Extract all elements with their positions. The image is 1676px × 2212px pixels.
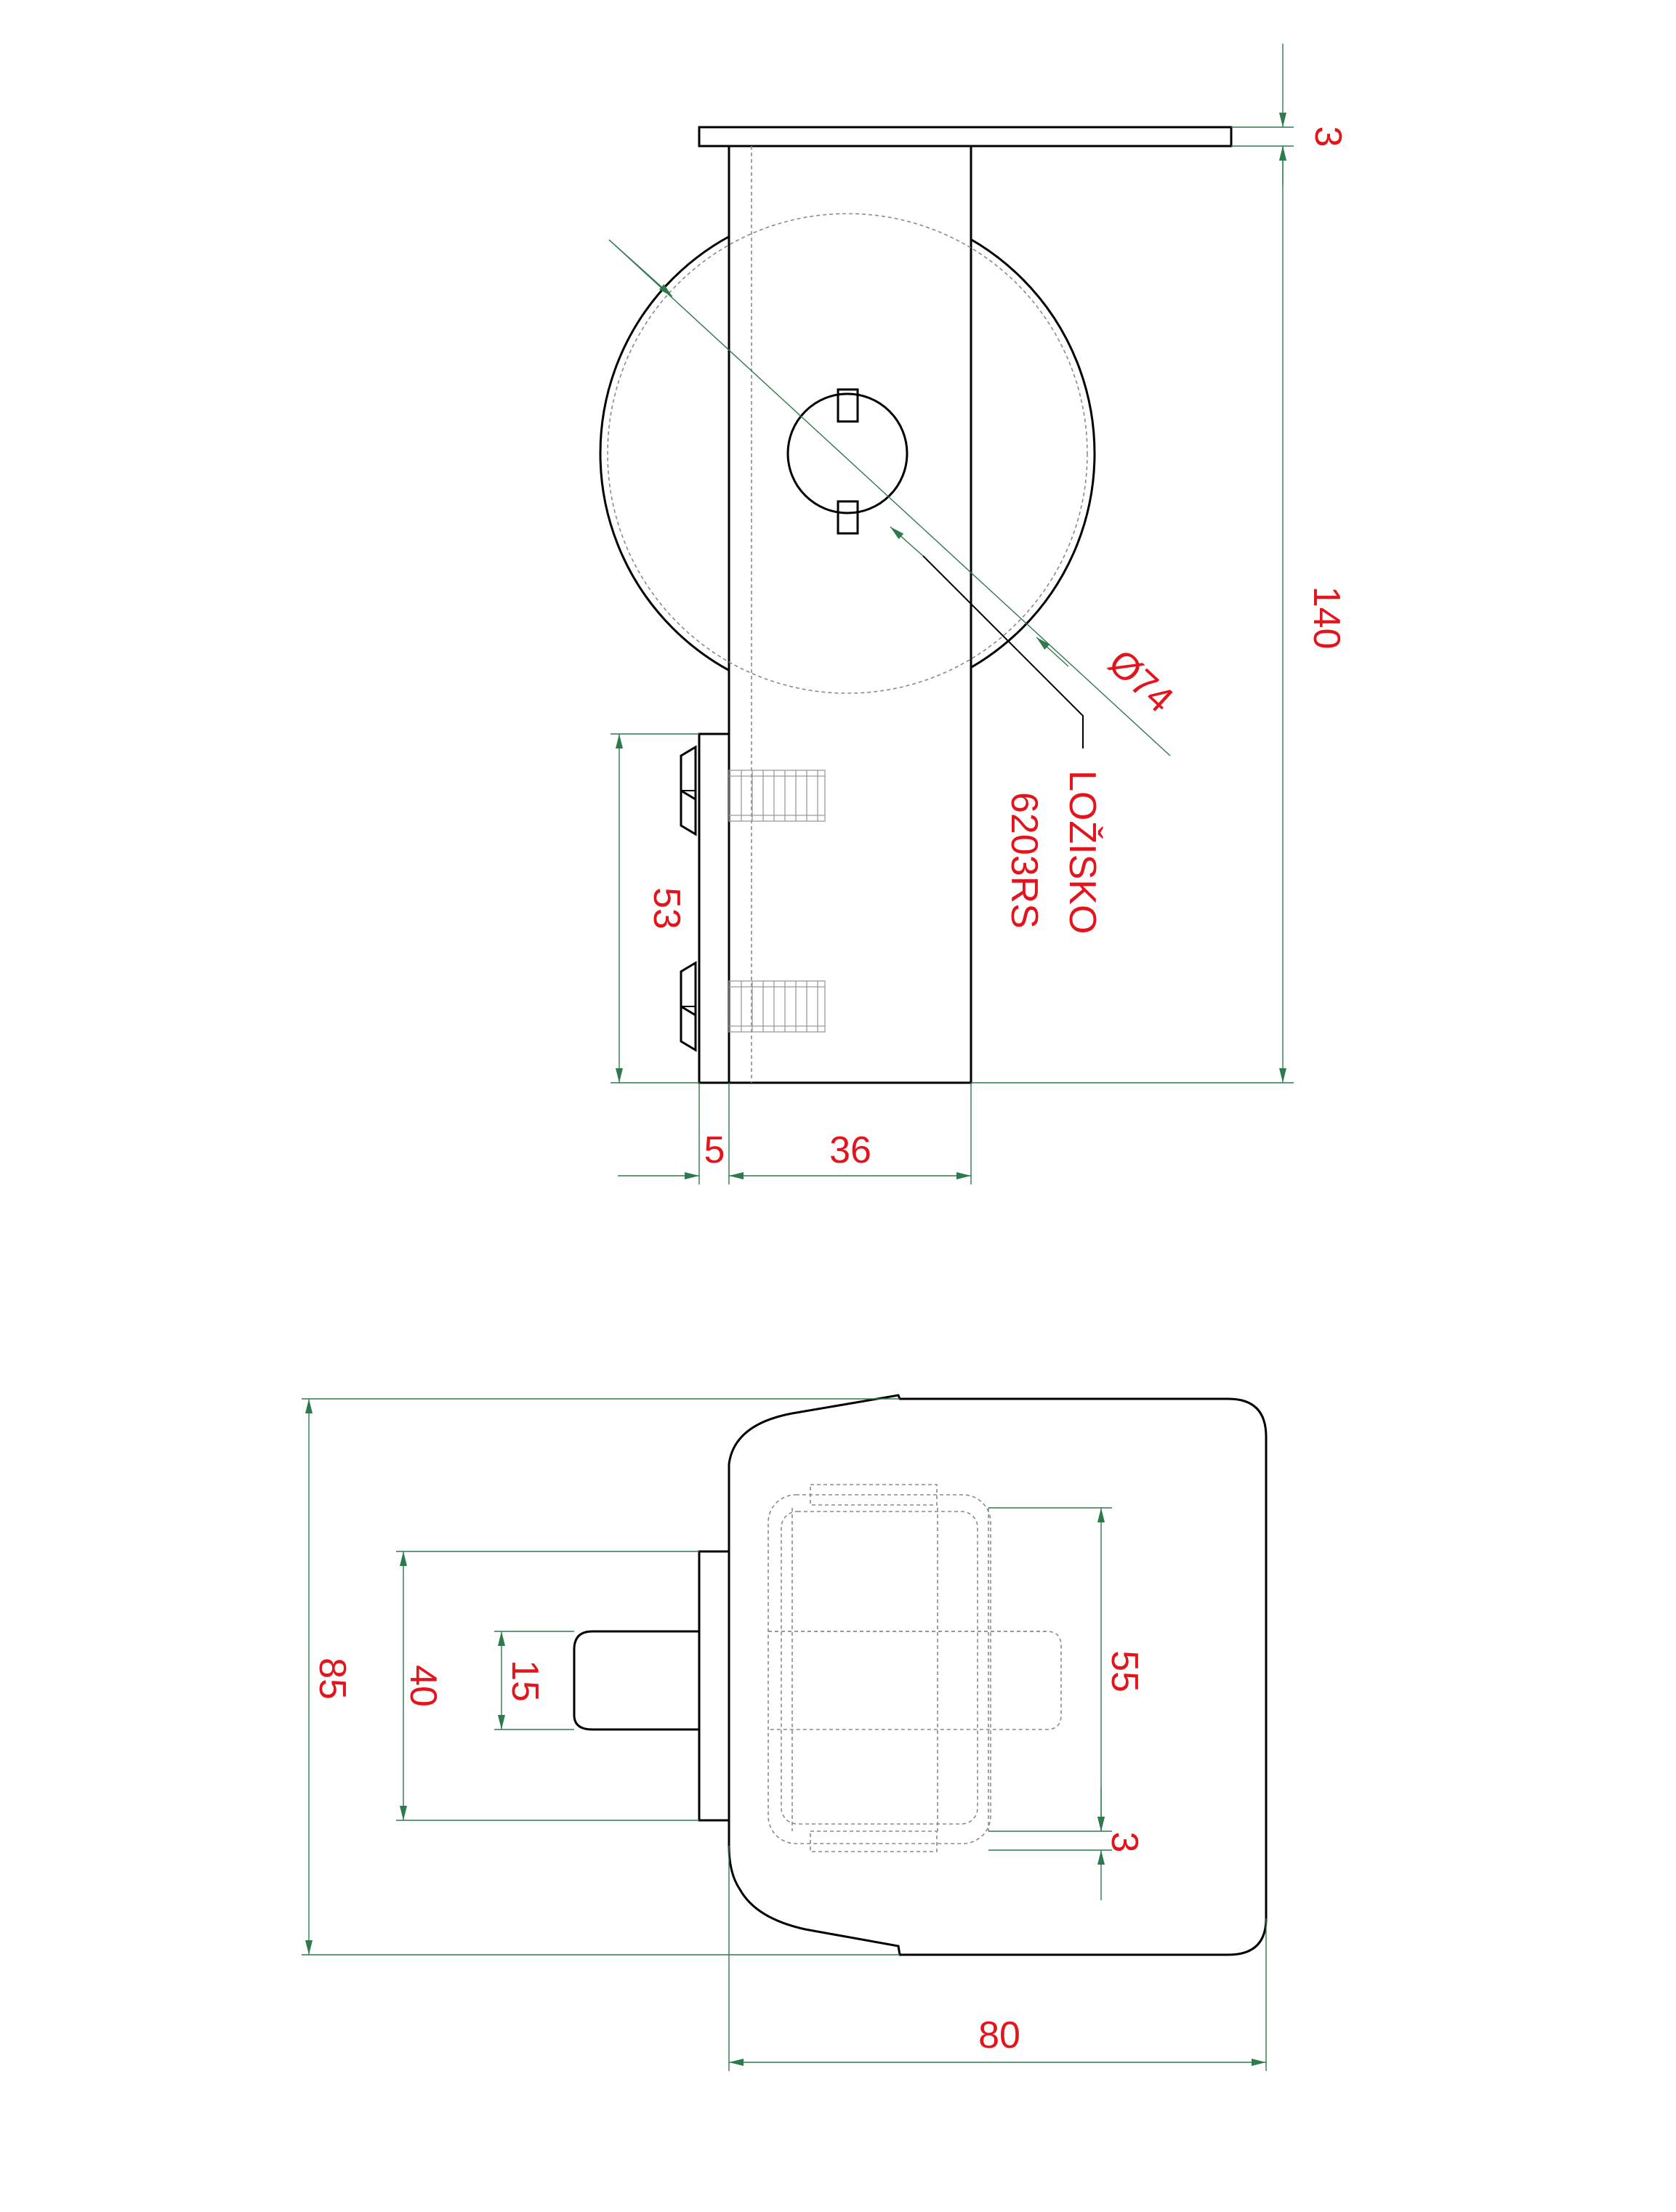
dim-plate-height: 40 bbox=[396, 1551, 699, 1821]
dim-plate-thickness-label: 3 bbox=[1307, 126, 1349, 148]
dim-tab-height: 15 bbox=[494, 1631, 574, 1730]
mounting-plate bbox=[698, 1550, 730, 1822]
dim-overall-height-label: 140 bbox=[1305, 586, 1347, 650]
axle-key-bottom bbox=[837, 500, 859, 535]
dim-bolt-spacing: 53 bbox=[611, 733, 699, 1083]
dim-wheel-diameter-label: Ø74 bbox=[1100, 642, 1182, 721]
axle-hole bbox=[786, 392, 908, 514]
dim-bottom-overall-height: 85 bbox=[302, 1398, 900, 1955]
dim-overall-height: 140 bbox=[971, 146, 1347, 1083]
dim-wall-thickness-label: 3 bbox=[1103, 1832, 1145, 1853]
dim-plate-height-label: 40 bbox=[402, 1665, 444, 1707]
hidden-inner-frame bbox=[768, 1484, 1062, 1852]
wheel-hidden-circle bbox=[608, 214, 1087, 693]
bracket-side-outline bbox=[728, 1394, 1268, 1956]
top-mounting-plate bbox=[698, 126, 1233, 148]
upper-bolt bbox=[680, 745, 826, 836]
back-plate bbox=[698, 732, 730, 1084]
bracket-body bbox=[728, 145, 972, 1084]
mounting-tab bbox=[573, 1630, 699, 1731]
bearing-label-line1: LOŽISKO bbox=[1061, 770, 1103, 934]
dim-bracket-width-label: 36 bbox=[829, 1129, 871, 1171]
dim-bolt-spacing-label: 53 bbox=[645, 887, 688, 929]
lower-bolt bbox=[680, 961, 826, 1052]
dim-bottom-overall-height-label: 85 bbox=[311, 1658, 353, 1700]
bearing-callout: LOŽISKO 6203RS bbox=[890, 526, 1103, 934]
bearing-label-line2: 6203RS bbox=[1003, 792, 1045, 929]
dim-tab-height-label: 15 bbox=[504, 1660, 546, 1702]
dim-widths: 5 36 bbox=[618, 1083, 972, 1184]
dim-inner-height-label: 55 bbox=[1103, 1650, 1145, 1692]
dim-bottom-overall-width-label: 80 bbox=[978, 2014, 1020, 2056]
dim-backplate-label: 5 bbox=[704, 1129, 725, 1171]
bottom-view: 85 40 15 55 3 bbox=[302, 1394, 1268, 2071]
dim-bottom-overall-width: 80 bbox=[728, 1846, 1267, 2071]
dim-inner-heights: 55 3 bbox=[988, 1507, 1145, 1900]
axle-key-top bbox=[837, 388, 859, 423]
top-view: 3 140 Ø74 LOŽISKO 6203RS 53 bbox=[599, 44, 1349, 1184]
dim-plate-thickness: 3 bbox=[1231, 44, 1349, 185]
